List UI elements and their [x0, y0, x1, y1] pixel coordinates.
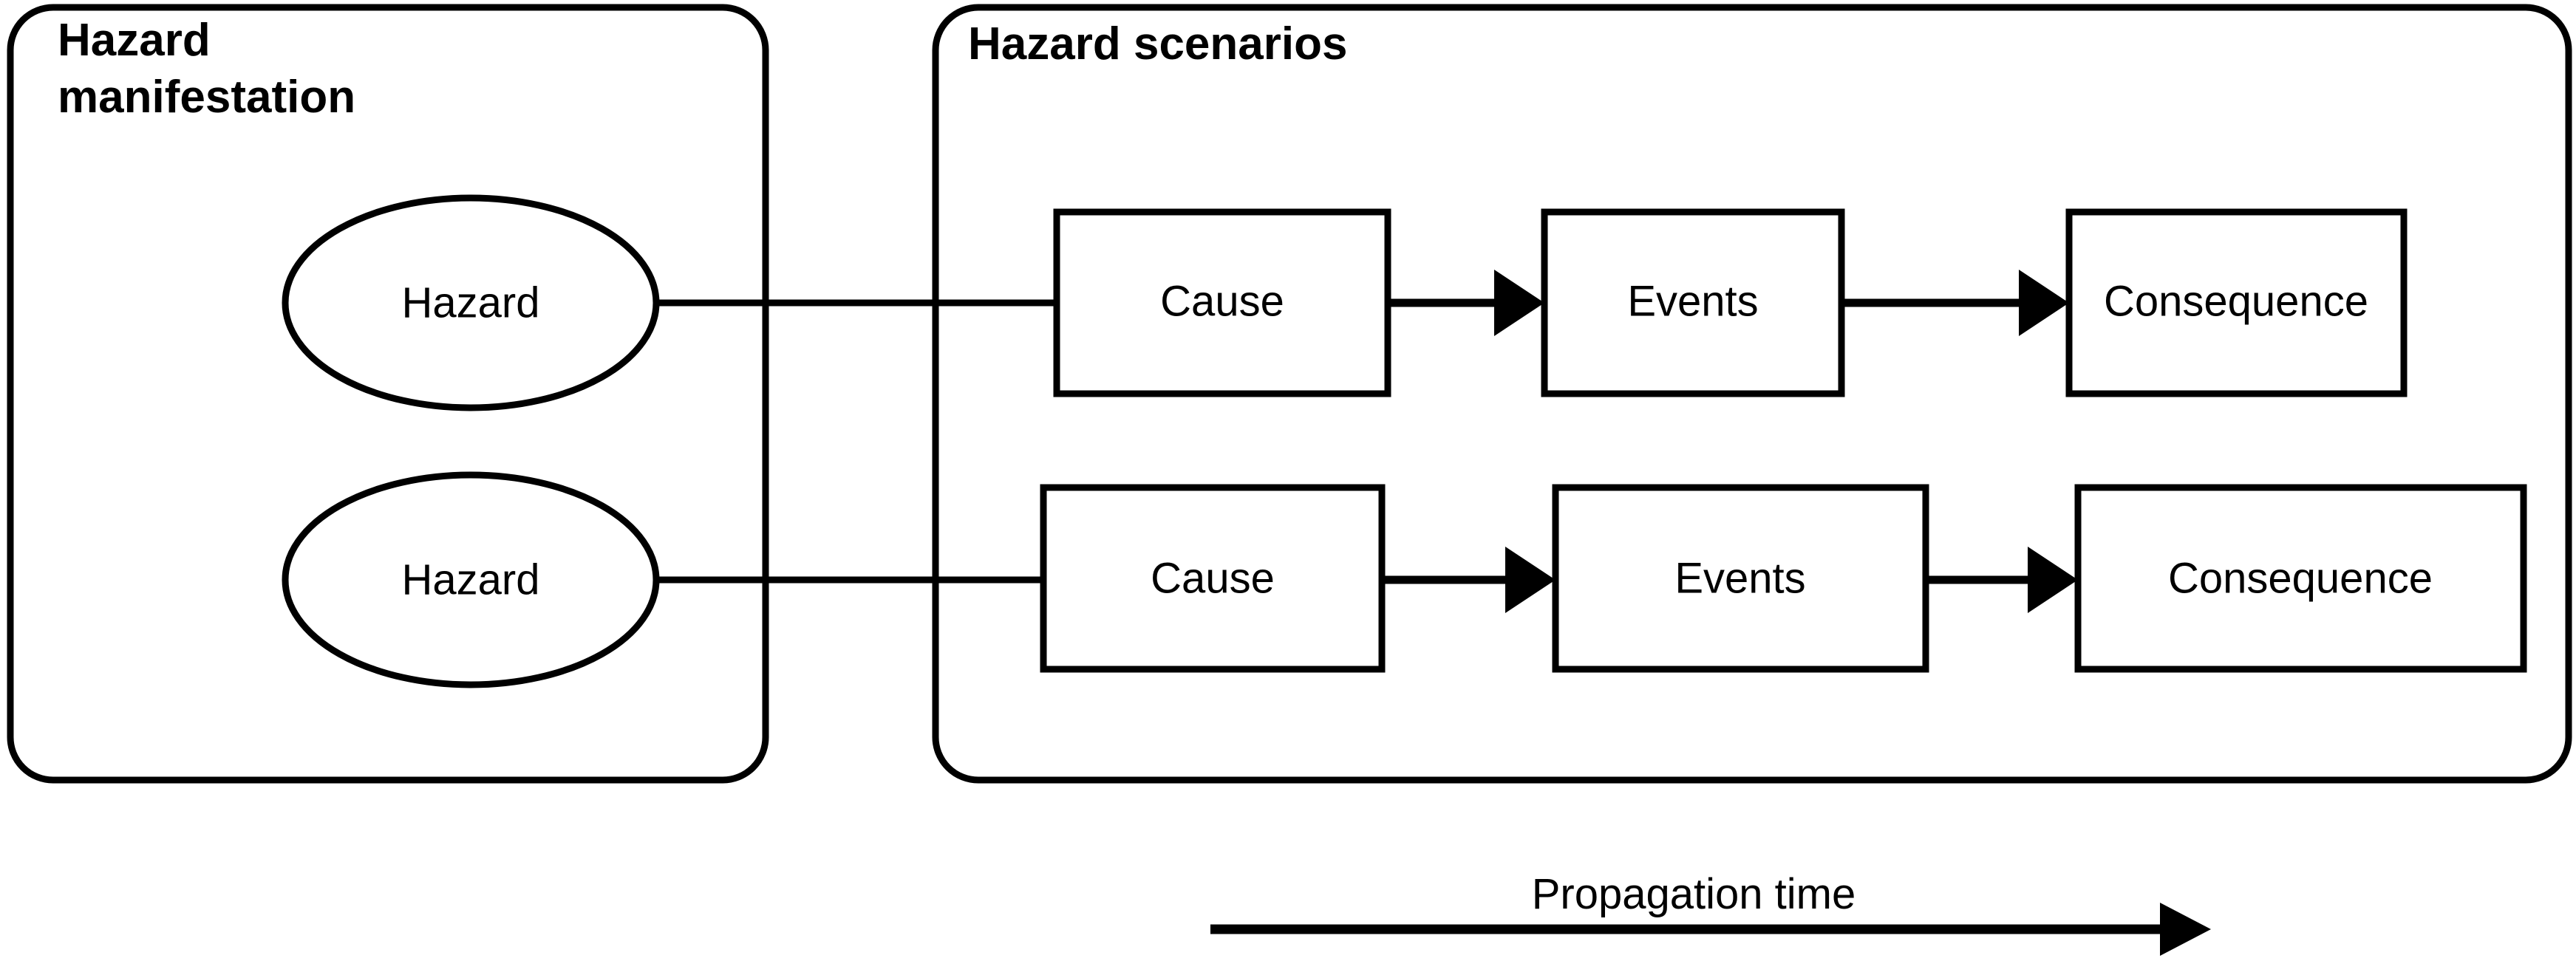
propagation-time-arrow-head-icon — [2160, 903, 2211, 956]
scenario-1-consequence-box[interactable] — [2065, 208, 2408, 397]
scenario-1-cause-node[interactable]: Cause — [1053, 208, 1391, 397]
arrow-head-icon — [1505, 547, 1556, 613]
arrow-scenario-1-events-to-consequence — [1841, 270, 2069, 336]
scenario-2-consequence-node[interactable]: Consequence — [2074, 484, 2527, 673]
hazard-ellipse-2[interactable] — [282, 471, 660, 688]
hazard-node-2[interactable]: Hazard — [282, 471, 660, 688]
hazard-label-1: Hazard — [402, 278, 540, 326]
arrow-scenario-2-events-to-consequence — [1926, 547, 2078, 613]
scenario-2-cause-label: Cause — [1151, 554, 1275, 602]
hazard-scenarios-frame — [932, 4, 2572, 784]
arrow-scenario-1-cause-to-events — [1388, 270, 1544, 336]
propagation-time-label: Propagation time — [1532, 870, 1856, 918]
scenario-2-consequence-label: Consequence — [2168, 554, 2433, 602]
hazard-label-2: Hazard — [402, 555, 540, 603]
propagation-time-axis: Propagation time — [1210, 870, 2211, 956]
scenario-1-cause-box[interactable] — [1053, 208, 1391, 397]
hazard-node-1[interactable]: Hazard — [282, 194, 660, 411]
hazard-manifestation-title-line2: manifestation — [58, 72, 355, 123]
scenario-1-consequence-label: Consequence — [2104, 277, 2368, 325]
arrow-head-icon — [2019, 270, 2069, 336]
hazard-ellipse-1[interactable] — [282, 194, 660, 411]
scenario-2-events-box[interactable] — [1552, 484, 1929, 673]
scenario-1-events-label: Events — [1627, 277, 1758, 325]
scenario-2-events-node[interactable]: Events — [1552, 484, 1929, 673]
scenario-2-cause-node[interactable]: Cause — [1040, 484, 1386, 673]
hazard-manifestation-frame — [7, 4, 769, 784]
scenario-2-cause-box[interactable] — [1040, 484, 1386, 673]
arrow-scenario-2-cause-to-events — [1382, 547, 1556, 613]
group-hazard-scenarios: Hazard scenarios — [932, 4, 2572, 784]
arrow-head-icon — [1494, 270, 1544, 336]
scenario-1-cause-label: Cause — [1160, 277, 1284, 325]
scenario-1-events-node[interactable]: Events — [1541, 208, 1845, 397]
group-hazard-manifestation: Hazard manifestation — [7, 4, 769, 784]
hazard-manifestation-title-line1: Hazard — [58, 15, 211, 66]
scenario-2-consequence-box[interactable] — [2074, 484, 2527, 673]
scenario-2-events-label: Events — [1674, 554, 1805, 602]
hazard-scenarios-title: Hazard scenarios — [968, 18, 1347, 69]
scenario-1-consequence-node[interactable]: Consequence — [2065, 208, 2408, 397]
arrow-head-icon — [2028, 547, 2078, 613]
